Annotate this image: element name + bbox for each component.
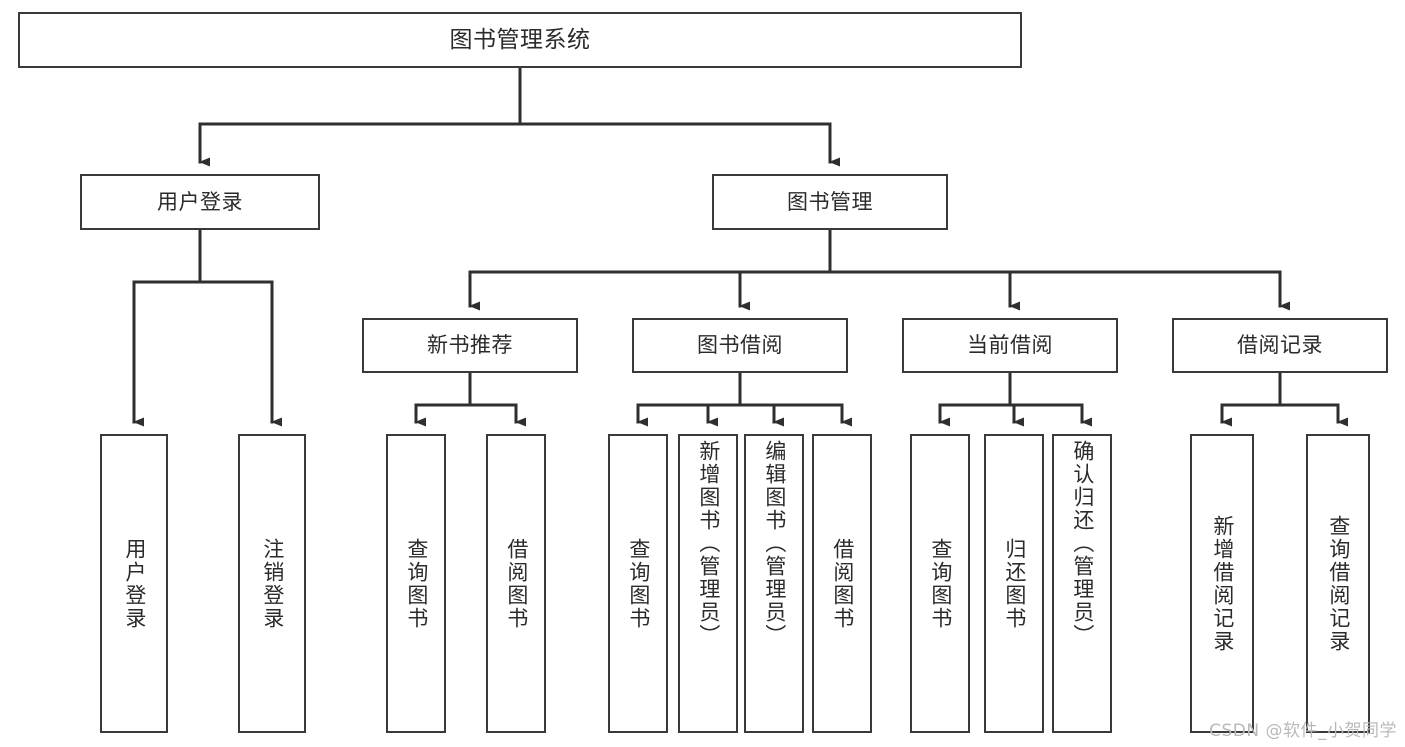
leaf-text-wrap: 注销登录 bbox=[240, 436, 304, 731]
node-leaf-add-record-label: 新增借阅记录 bbox=[1210, 514, 1235, 653]
node-leaf-user-logout-label: 注销登录 bbox=[260, 537, 285, 630]
node-leaf-borrow-book-2-label: 借阅图书 bbox=[830, 537, 855, 630]
node-leaf-edit-book[interactable]: 编辑图书（管理员） bbox=[744, 434, 804, 733]
node-user-login[interactable]: 用户登录 bbox=[80, 174, 320, 230]
node-leaf-query-book-3[interactable]: 查询图书 bbox=[910, 434, 970, 733]
node-leaf-borrow-book-2[interactable]: 借阅图书 bbox=[812, 434, 872, 733]
node-leaf-query-record[interactable]: 查询借阅记录 bbox=[1306, 434, 1370, 733]
node-leaf-query-book-1-label: 查询图书 bbox=[404, 537, 429, 630]
node-leaf-query-record-label: 查询借阅记录 bbox=[1326, 514, 1351, 653]
node-new-book-rec-label: 新书推荐 bbox=[427, 333, 513, 358]
node-leaf-query-book-1[interactable]: 查询图书 bbox=[386, 434, 446, 733]
leaf-text-wrap: 归还图书 bbox=[986, 436, 1042, 731]
leaf-text-wrap: 借阅图书 bbox=[814, 436, 870, 731]
node-leaf-edit-book-label: 编辑图书（管理员） bbox=[762, 440, 787, 647]
node-leaf-query-book-2-label: 查询图书 bbox=[626, 537, 651, 630]
node-leaf-add-book[interactable]: 新增图书（管理员） bbox=[678, 434, 738, 733]
leaf-text-wrap: 查询图书 bbox=[610, 436, 666, 731]
node-leaf-query-book-3-label: 查询图书 bbox=[928, 537, 953, 630]
leaf-text-wrap: 查询图书 bbox=[388, 436, 444, 731]
watermark: CSDN @软件_小贺同学 bbox=[1209, 721, 1397, 741]
node-root-label: 图书管理系统 bbox=[449, 26, 591, 53]
node-leaf-query-book-2[interactable]: 查询图书 bbox=[608, 434, 668, 733]
leaf-text-wrap: 确认归还（管理员） bbox=[1054, 436, 1110, 731]
leaf-text-wrap: 查询借阅记录 bbox=[1308, 436, 1368, 731]
node-leaf-add-record[interactable]: 新增借阅记录 bbox=[1190, 434, 1254, 733]
node-borrow-record[interactable]: 借阅记录 bbox=[1172, 318, 1388, 373]
leaf-text-wrap: 查询图书 bbox=[912, 436, 968, 731]
leaf-text-wrap: 编辑图书（管理员） bbox=[746, 436, 802, 731]
node-new-book-rec[interactable]: 新书推荐 bbox=[362, 318, 578, 373]
node-leaf-borrow-book-1[interactable]: 借阅图书 bbox=[486, 434, 546, 733]
node-current-borrow-label: 当前借阅 bbox=[967, 333, 1053, 358]
leaf-text-wrap: 新增借阅记录 bbox=[1192, 436, 1252, 731]
leaf-text-wrap: 新增图书（管理员） bbox=[680, 436, 736, 731]
leaf-text-wrap: 借阅图书 bbox=[488, 436, 544, 731]
node-leaf-return-book-label: 归还图书 bbox=[1002, 537, 1027, 630]
node-borrow-record-label: 借阅记录 bbox=[1237, 333, 1323, 358]
leaf-text-wrap: 用户登录 bbox=[102, 436, 166, 731]
node-book-borrow-label: 图书借阅 bbox=[697, 333, 783, 358]
node-book-borrow[interactable]: 图书借阅 bbox=[632, 318, 848, 373]
node-leaf-add-book-label: 新增图书（管理员） bbox=[696, 440, 721, 647]
node-leaf-confirm-return-label: 确认归还（管理员） bbox=[1070, 440, 1095, 647]
node-leaf-user-logout[interactable]: 注销登录 bbox=[238, 434, 306, 733]
node-user-login-label: 用户登录 bbox=[157, 189, 243, 214]
node-book-manage[interactable]: 图书管理 bbox=[712, 174, 948, 230]
node-current-borrow[interactable]: 当前借阅 bbox=[902, 318, 1118, 373]
node-leaf-user-login[interactable]: 用户登录 bbox=[100, 434, 168, 733]
node-book-manage-label: 图书管理 bbox=[787, 189, 873, 214]
node-leaf-user-login-label: 用户登录 bbox=[122, 537, 147, 630]
node-leaf-borrow-book-1-label: 借阅图书 bbox=[504, 537, 529, 630]
node-leaf-confirm-return[interactable]: 确认归还（管理员） bbox=[1052, 434, 1112, 733]
node-leaf-return-book[interactable]: 归还图书 bbox=[984, 434, 1044, 733]
node-root[interactable]: 图书管理系统 bbox=[18, 12, 1022, 68]
